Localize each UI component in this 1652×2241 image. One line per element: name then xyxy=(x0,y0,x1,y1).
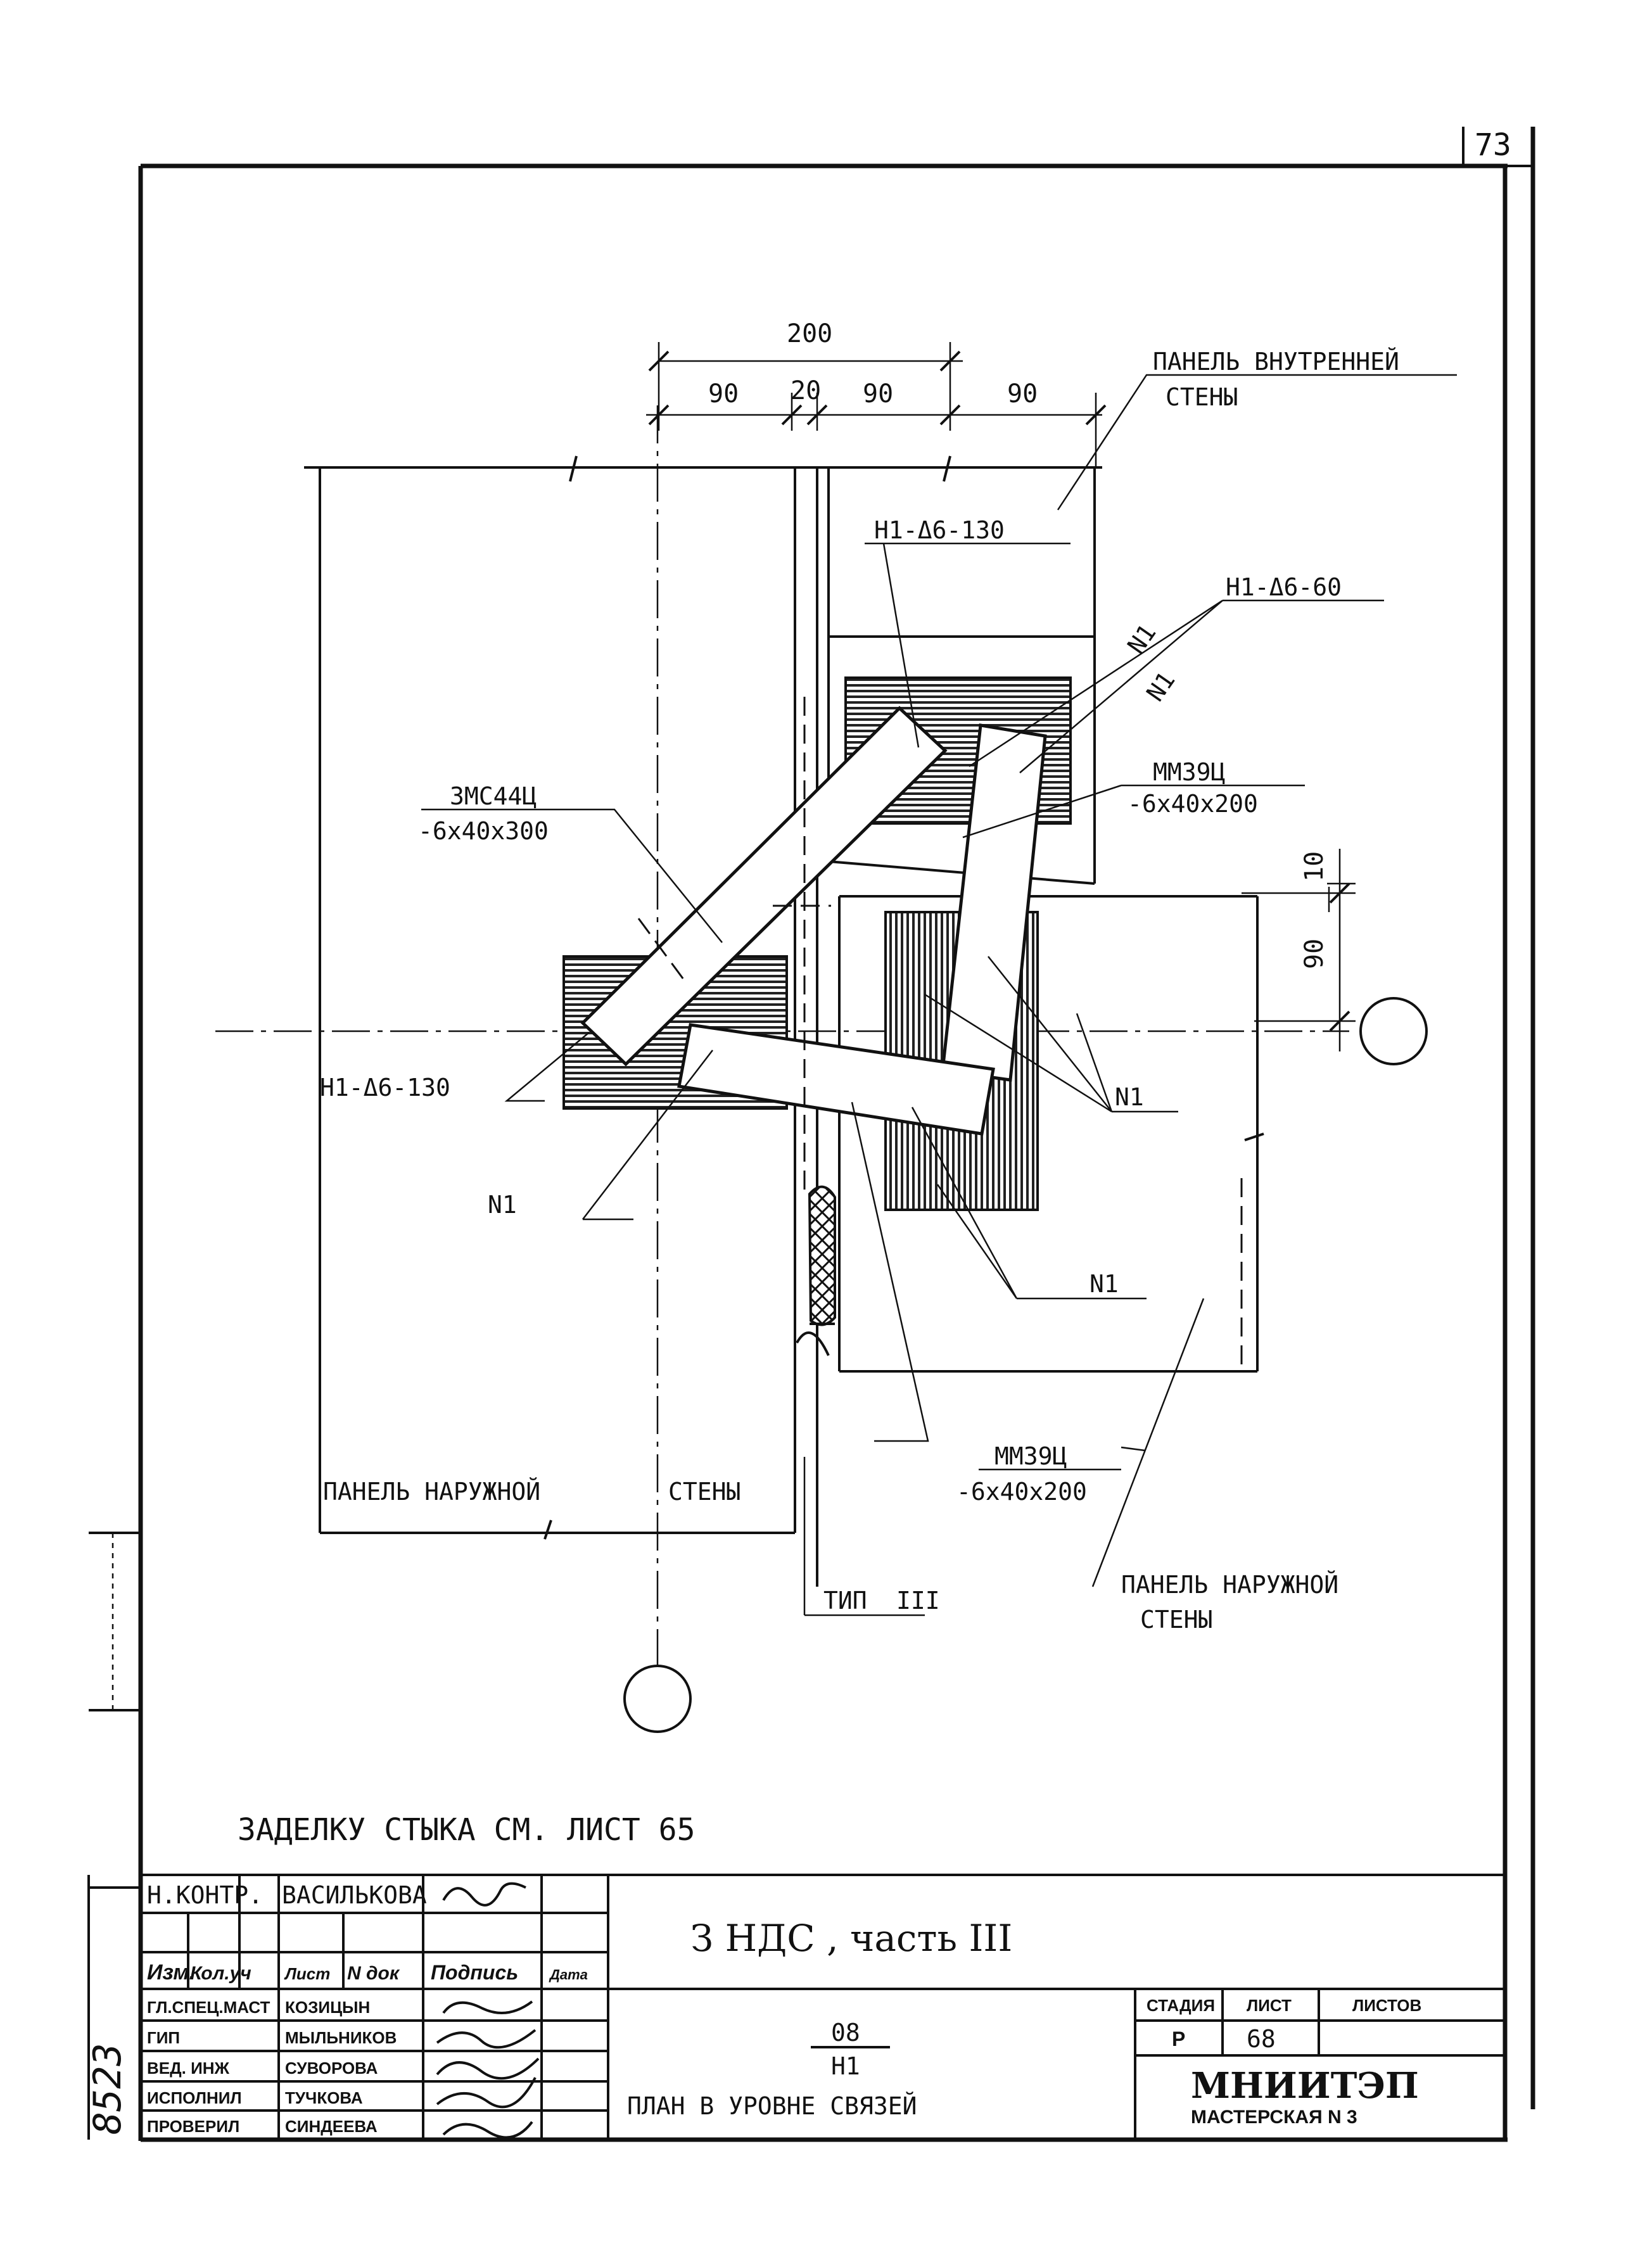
label-n1-left: N1 xyxy=(488,1191,517,1219)
dim-90-a: 90 xyxy=(708,379,739,409)
dimension-top xyxy=(646,342,1107,469)
label-outer-panel-right: ПАНЕЛЬ НАРУЖНОЙ xyxy=(1121,1571,1338,1599)
dim-90-c: 90 xyxy=(1007,379,1038,409)
label-n1-b: N1 xyxy=(1141,666,1180,706)
signatures xyxy=(436,1882,540,2139)
label-mm39-bottom-size: -6x40x200 xyxy=(956,1478,1087,1506)
row-role-4: ПРОВЕРИЛ xyxy=(147,2117,239,2136)
joint-note: ЗАДЕЛКУ СТЫКА СМ. ЛИСТ 65 xyxy=(238,1812,695,1848)
label-inner-wall-panel-2: СТЕНЫ xyxy=(1166,383,1238,411)
org-name: МНИИТЭП xyxy=(1191,2065,1419,2107)
label-outer-panel-right-2: СТЕНЫ xyxy=(1140,1606,1212,1634)
label-mm39-bottom: ММ39Ц xyxy=(994,1442,1067,1470)
label-zmc44-size: -6x40x300 xyxy=(418,817,549,845)
dim-90-right: 90 xyxy=(1300,939,1329,969)
project-title: З НДС , часть III xyxy=(690,1917,1012,1960)
drawing-title: ПЛАН В УРОВНЕ СВЯЗЕЙ xyxy=(627,2092,917,2120)
sheet-number: 73 xyxy=(1475,127,1511,163)
joint-sealant xyxy=(808,1185,836,1326)
col-header-data: Дата xyxy=(549,1967,588,1983)
sheet-label: ЛИСТ xyxy=(1247,1996,1292,2015)
label-n1-right: N1 xyxy=(1115,1083,1144,1111)
code-top: 08 xyxy=(831,2019,860,2047)
col-header-ndok: N док xyxy=(347,1963,400,1984)
strip-mm39-top xyxy=(941,723,1047,1082)
dim-20: 20 xyxy=(791,376,821,405)
label-type-numeral: III xyxy=(896,1587,940,1615)
org-workshop: МАСТЕРСКАЯ N 3 xyxy=(1191,2107,1357,2128)
sheet-frame xyxy=(87,127,1535,2142)
label-mm39-top-size: -6x40x200 xyxy=(1128,790,1258,818)
label-outer-panel-left-2: СТЕНЫ xyxy=(668,1478,740,1506)
row-name-4: СИНДЕЕВА xyxy=(285,2117,378,2136)
strip-zmc44 xyxy=(580,706,948,1067)
stage-value: Р xyxy=(1172,2028,1185,2050)
row-name-2: СУВОРОВА xyxy=(285,2059,378,2078)
label-mm39-top: ММ39Ц xyxy=(1153,758,1225,786)
title-block-grid xyxy=(141,1874,1505,2140)
sheets-label: ЛИСТОВ xyxy=(1352,1996,1421,2015)
row-role-1: ГИП xyxy=(147,2028,180,2047)
outer-wall-panel-left xyxy=(304,455,1102,1587)
label-n1-bottom: N1 xyxy=(1090,1270,1119,1298)
norm-control-name: ВАСИЛЬКОВА xyxy=(282,1881,427,1909)
label-zmc44: ЗМС44Ц xyxy=(450,782,537,810)
col-header-koluch: Кол.уч xyxy=(190,1963,251,1984)
dim-200: 200 xyxy=(787,319,832,348)
label-n1-a: N1 xyxy=(1122,619,1161,659)
label-outer-panel-left: ПАНЕЛЬ НАРУЖНОЙ xyxy=(323,1478,540,1506)
norm-control-label: Н.КОНТР. xyxy=(147,1881,263,1909)
row-role-3: ИСПОЛНИЛ xyxy=(147,2088,242,2107)
dim-90-b: 90 xyxy=(863,379,893,409)
label-h1-60: Н1-Δ6-60 xyxy=(1226,573,1342,601)
row-name-1: МЫЛЬНИКОВ xyxy=(285,2028,397,2047)
col-header-podpis: Подпись xyxy=(431,1961,518,1984)
label-type: ТИП xyxy=(823,1587,867,1615)
col-header-list: Лист xyxy=(284,1964,330,1983)
row-role-0: ГЛ.СПЕЦ.МАСТ xyxy=(147,1998,270,2017)
dimension-right xyxy=(1242,849,1356,1051)
dim-10: 10 xyxy=(1300,851,1329,882)
col-header-izm: Изм. xyxy=(147,1960,195,1984)
strip-mm39-bottom xyxy=(677,1023,995,1136)
label-inner-wall-panel: ПАНЕЛЬ ВНУТРЕННЕЙ xyxy=(1153,348,1399,376)
sheet-value: 68 xyxy=(1247,2025,1276,2053)
side-stamp: 8523 xyxy=(86,2043,130,2135)
row-role-2: ВЕД. ИНЖ xyxy=(147,2059,230,2078)
leader-lines xyxy=(421,374,1457,1616)
code-bottom: Н1 xyxy=(831,2052,860,2080)
stage-label: СТАДИЯ xyxy=(1147,1996,1215,2015)
row-name-3: ТУЧКОВА xyxy=(285,2088,363,2107)
outer-wall-panel-right xyxy=(838,895,1264,1373)
row-name-0: КОЗИЦЫН xyxy=(285,1998,370,2017)
label-h1-130-top: Н1-Δ6-130 xyxy=(874,516,1005,544)
label-h1-130-left: Н1-Δ6-130 xyxy=(320,1074,450,1101)
